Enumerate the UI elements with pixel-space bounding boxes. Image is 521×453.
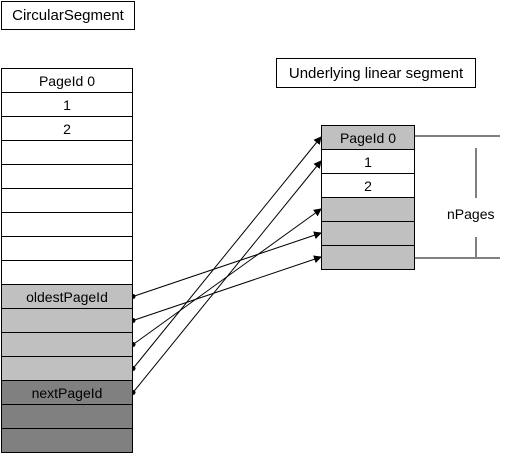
circular-cell-4 xyxy=(1,164,133,189)
circular-cell-11 xyxy=(1,332,133,357)
linear-cell-3 xyxy=(321,197,415,222)
linear-segment-title: Underlying linear segment xyxy=(276,58,476,88)
circular-cell-14 xyxy=(1,404,133,429)
pointer-arrow xyxy=(132,136,322,369)
linear-cell-1: 1 xyxy=(321,149,415,174)
circular-cell-9: oldestPageId xyxy=(1,284,133,309)
circular-cell-7 xyxy=(1,236,133,261)
linear-cell-label: 2 xyxy=(364,177,372,194)
circular-segment-title-text: CircularSegment xyxy=(12,7,124,24)
circular-cell-10 xyxy=(1,308,133,333)
circular-cell-label: PageId 0 xyxy=(38,72,96,89)
circular-cell-8 xyxy=(1,260,133,285)
circular-cell-6 xyxy=(1,212,133,237)
pointer-arrow xyxy=(132,255,322,321)
circular-cell-3 xyxy=(1,140,133,165)
linear-cell-0: PageId 0 xyxy=(321,125,415,150)
circular-cell-label: oldestPageId xyxy=(26,288,108,305)
pointer-arrow xyxy=(132,231,322,297)
circular-cell-label: 1 xyxy=(63,96,71,113)
circular-cell-13: nextPageId xyxy=(1,380,133,405)
circular-cell-label: nextPageId xyxy=(31,384,103,401)
npages-label: nPages xyxy=(447,206,495,222)
linear-segment-title-text: Underlying linear segment xyxy=(288,64,464,82)
circular-cell-2: 2 xyxy=(1,116,133,141)
linear-cell-label: PageId 0 xyxy=(339,129,397,146)
circular-segment-title: CircularSegment xyxy=(1,1,135,30)
linear-cell-5 xyxy=(321,245,415,270)
linear-cell-4 xyxy=(321,221,415,246)
pointer-arrow xyxy=(132,160,322,393)
circular-cell-0: PageId 0 xyxy=(1,68,133,93)
linear-cell-label: 1 xyxy=(364,153,372,170)
circular-cell-15 xyxy=(1,428,133,453)
circular-cell-5 xyxy=(1,188,133,213)
circular-cell-label: 2 xyxy=(63,120,71,137)
linear-cell-2: 2 xyxy=(321,173,415,198)
circular-cell-12 xyxy=(1,356,133,381)
circular-cell-1: 1 xyxy=(1,92,133,117)
